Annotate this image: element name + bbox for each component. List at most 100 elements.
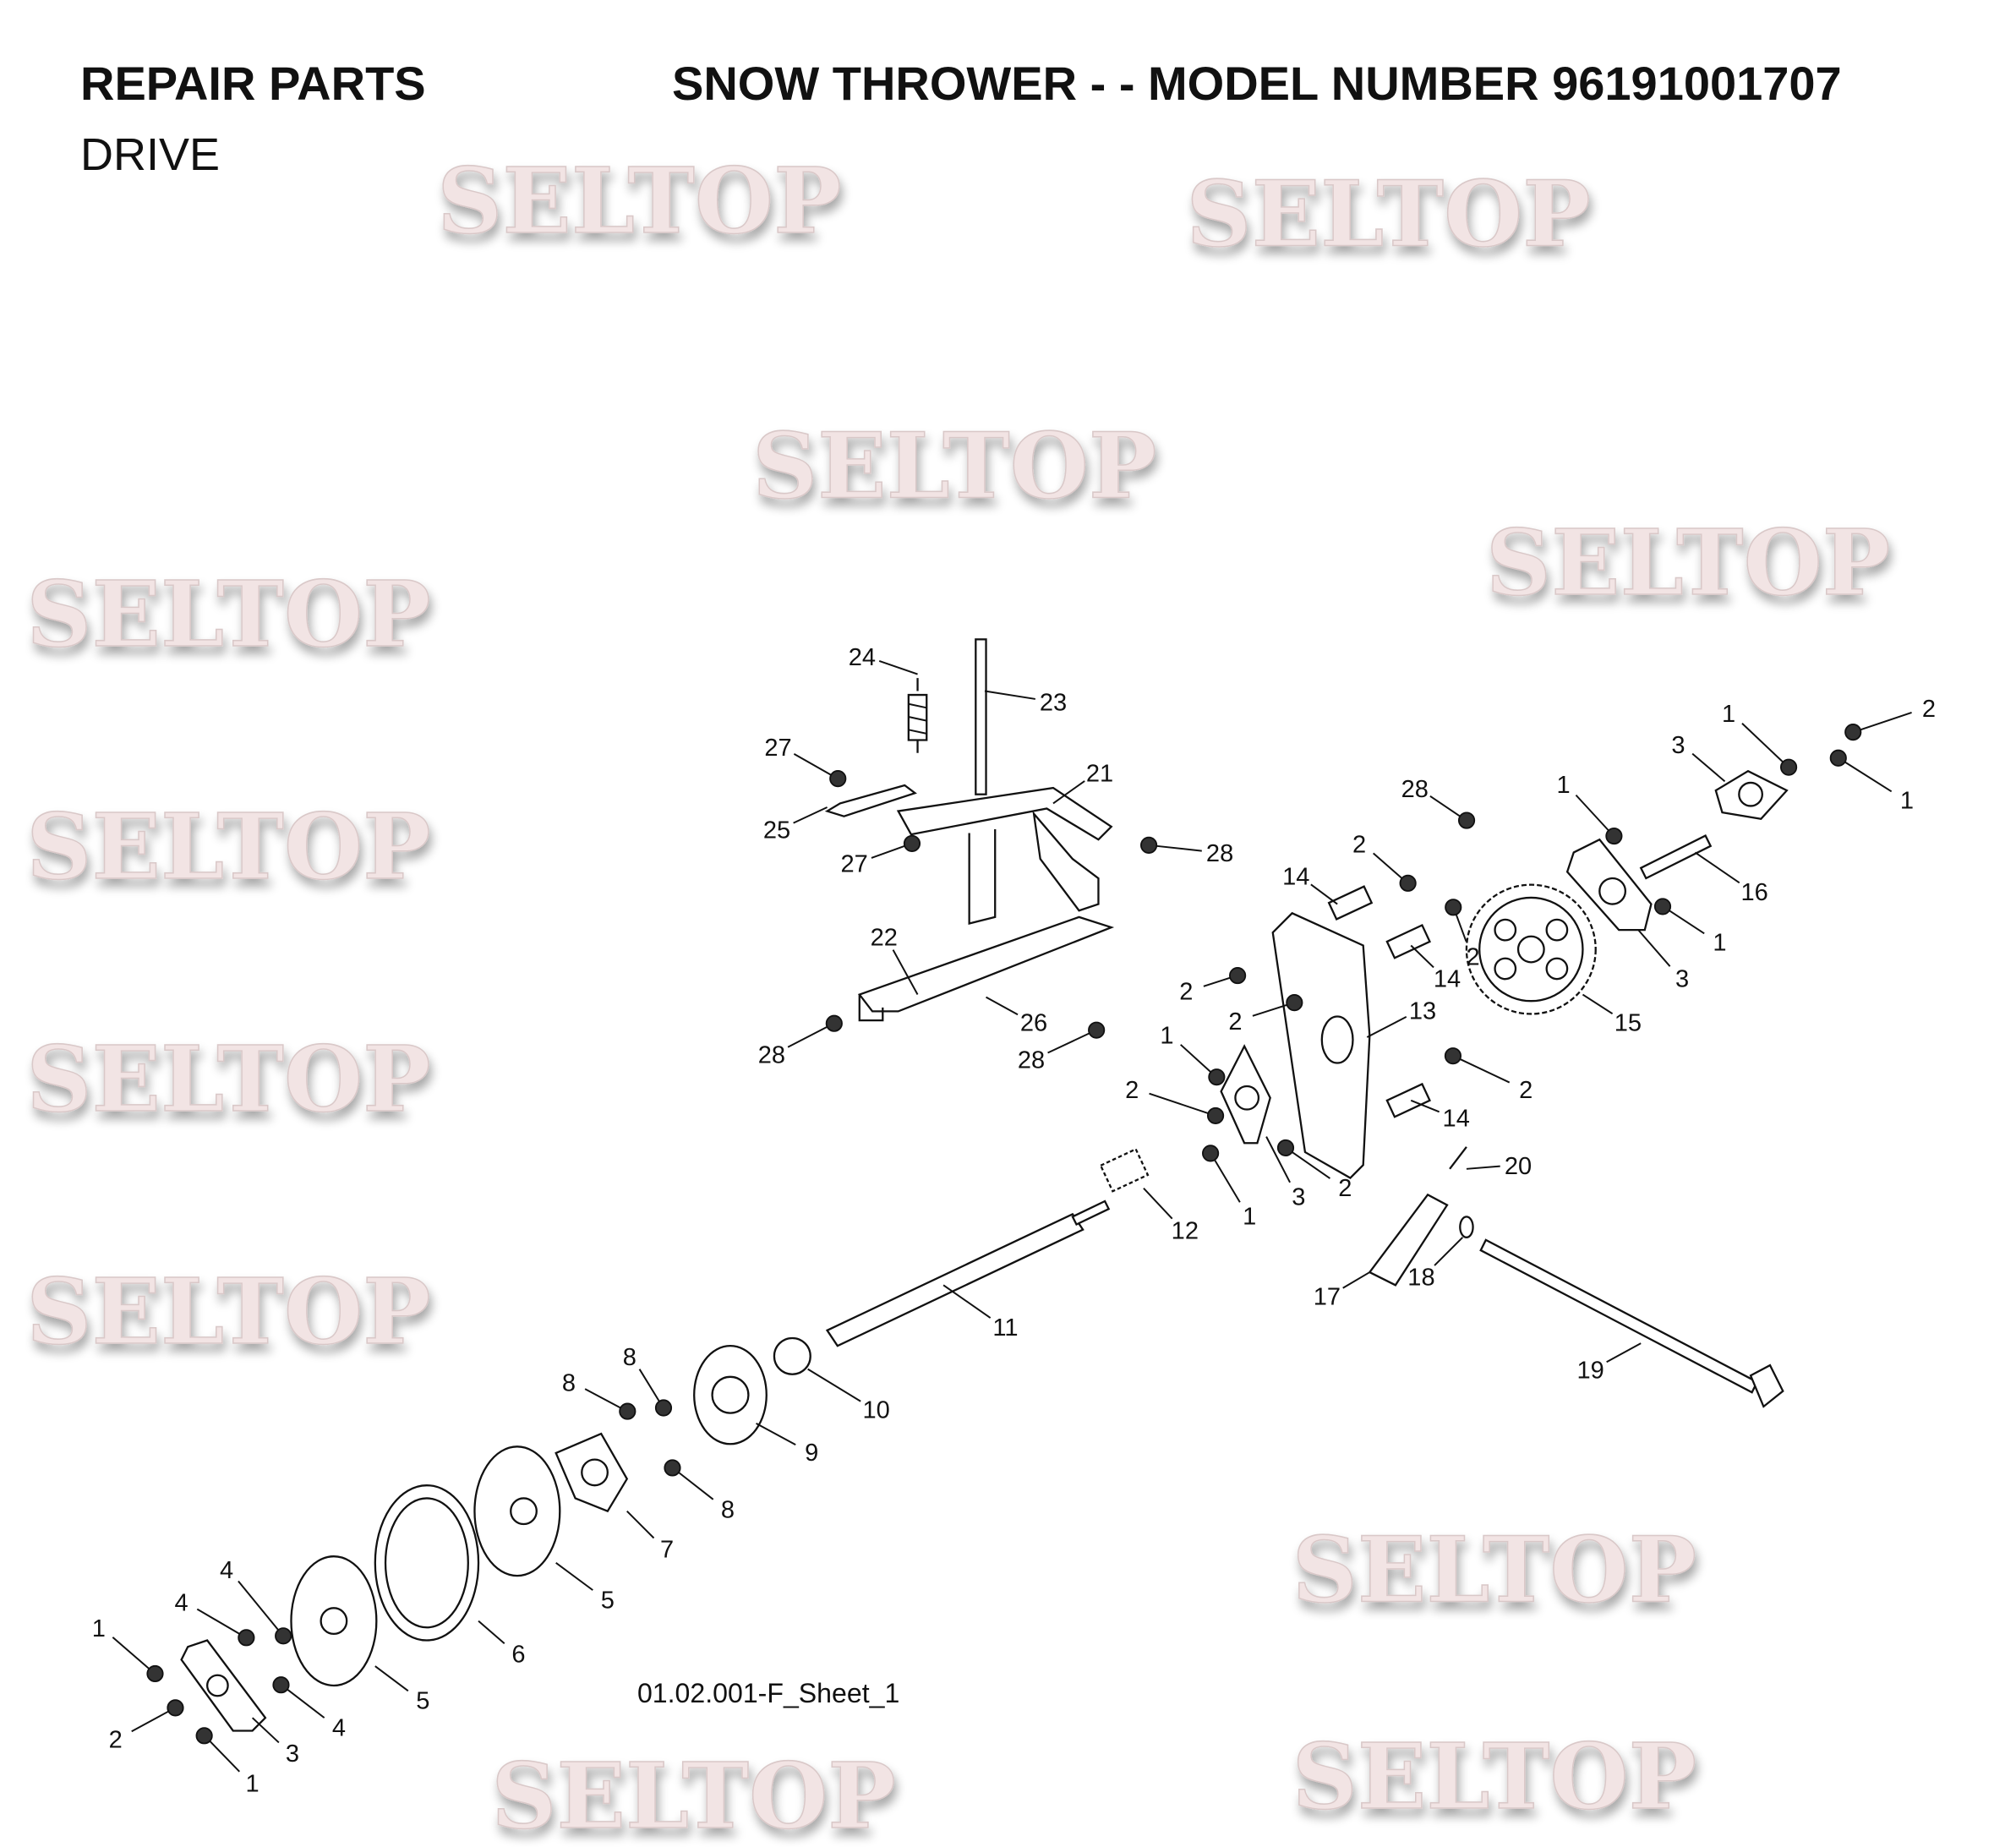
callout-26: 26 [986, 996, 1047, 1036]
callout-21: 21 [1052, 760, 1113, 805]
callout-2: 2 [1292, 1151, 1352, 1202]
callout-1: 1 [1722, 701, 1784, 763]
callout-2: 2 [1228, 1003, 1287, 1036]
leader-line [1429, 795, 1461, 817]
callout-number: 8 [623, 1344, 636, 1371]
parts: 01.02.001-F_Sheet_1 [146, 638, 1862, 1745]
callout-number: 14 [1434, 965, 1461, 992]
part-pin-20 [1449, 1146, 1467, 1170]
leader-line [1156, 844, 1202, 852]
leader-line [942, 1284, 992, 1319]
callout-8: 8 [678, 1472, 735, 1523]
callout-number: 7 [660, 1537, 674, 1564]
part-rod-23 [975, 638, 987, 795]
callout-28: 28 [1401, 776, 1461, 817]
part-plate-13 [1271, 911, 1371, 1179]
callout-number: 5 [601, 1587, 615, 1614]
part-arm-17 [1368, 1193, 1449, 1287]
leader-line [1434, 1237, 1464, 1266]
callout-number: 4 [332, 1715, 346, 1742]
callout-3: 3 [1265, 1136, 1305, 1211]
leader-line [238, 1580, 279, 1631]
callout-23: 23 [984, 689, 1067, 716]
leader-line [1637, 929, 1671, 967]
fastener-1 [1653, 898, 1672, 915]
callout-16: 16 [1694, 851, 1768, 906]
leader-line [1143, 1188, 1173, 1220]
callout-14: 14 [1410, 1099, 1470, 1132]
callout-number: 3 [1675, 965, 1689, 992]
callout-15: 15 [1582, 993, 1642, 1036]
fastener-2 [1276, 1139, 1295, 1156]
leader-line [986, 996, 1019, 1016]
callout-number: 4 [220, 1557, 233, 1584]
leader-line [984, 690, 1035, 700]
part-pinion-12 [1099, 1147, 1150, 1193]
callout-number: 8 [562, 1370, 576, 1397]
callout-number: 27 [764, 735, 791, 762]
callout-28: 28 [1018, 1032, 1090, 1074]
leader-line [1252, 1003, 1287, 1017]
fastener-2 [1444, 1047, 1462, 1065]
part-ring-10 [773, 1336, 811, 1375]
callout-8: 8 [562, 1370, 621, 1409]
callout-number: 2 [1338, 1175, 1352, 1202]
part-bar-22 [857, 915, 1115, 1022]
part-spacer-14a [1327, 885, 1374, 921]
watermark: SELTOP [437, 149, 841, 254]
fasteners [146, 724, 1862, 1745]
callout-1: 1 [1556, 772, 1609, 832]
leader-line [1052, 780, 1085, 805]
callout-3: 3 [1671, 732, 1726, 783]
leader-line [1310, 883, 1338, 905]
fastener-8 [664, 1459, 681, 1477]
callout-number: 28 [1401, 776, 1429, 803]
watermark: SELTOP [1292, 1518, 1696, 1624]
callout-number: 16 [1741, 879, 1768, 906]
leader-line [892, 949, 919, 996]
callout-number: 2 [1179, 979, 1193, 1006]
callout-number: 21 [1086, 760, 1113, 787]
part-bracket-21 [896, 786, 1113, 841]
callout-27: 27 [841, 844, 905, 877]
callout-number: 3 [1292, 1184, 1305, 1211]
callout-number: 19 [1576, 1357, 1604, 1384]
leader-line [251, 1717, 280, 1744]
callout-number: 1 [1160, 1023, 1173, 1050]
callout-number: 9 [805, 1440, 818, 1467]
leader-line [1410, 1099, 1440, 1113]
callout-3: 3 [251, 1717, 299, 1768]
callout-number: 28 [1206, 840, 1233, 867]
callout-number: 2 [1352, 831, 1366, 858]
callout-number: 4 [175, 1589, 188, 1616]
part-shaft-11 [825, 1212, 1084, 1347]
watermark: SELTOP [752, 413, 1156, 519]
callout-number: 28 [758, 1042, 785, 1069]
callout-1: 1 [1160, 1023, 1212, 1073]
callout-number: 3 [286, 1740, 299, 1768]
leader-line [1606, 1342, 1642, 1363]
fastener-27 [829, 770, 847, 788]
leader-line [374, 1665, 409, 1692]
fastener-2 [1399, 874, 1417, 892]
callout-18: 18 [1407, 1237, 1464, 1291]
part-link-25 [824, 784, 917, 817]
leader-line [1575, 794, 1609, 832]
leader-line [131, 1710, 169, 1733]
callout-number: 1 [1722, 701, 1735, 728]
leader-line [793, 752, 832, 776]
callout-13: 13 [1366, 998, 1436, 1038]
callout-1: 1 [1844, 761, 1914, 815]
callout-1: 1 [209, 1740, 260, 1797]
callout-number: 23 [1040, 689, 1067, 716]
leader-line [787, 1025, 828, 1048]
callout-number: 2 [109, 1726, 123, 1753]
sheet-id: 01.02.001-F_Sheet_1 [637, 1678, 899, 1708]
fastener-4 [275, 1627, 292, 1645]
callout-12: 12 [1143, 1188, 1199, 1244]
leader-line [1265, 1136, 1291, 1183]
callout-6: 6 [478, 1620, 525, 1669]
